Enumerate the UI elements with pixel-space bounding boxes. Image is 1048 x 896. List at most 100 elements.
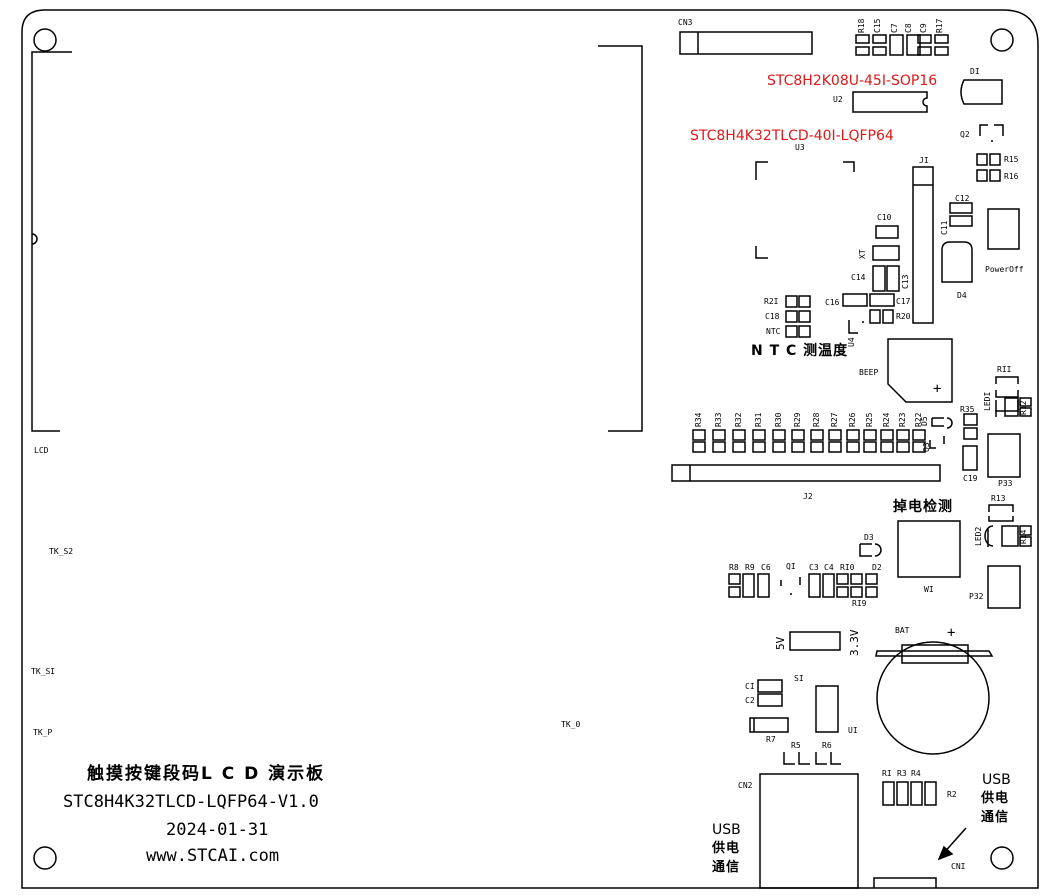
lcd-outline-left: [31, 51, 72, 432]
label-r5: R5: [791, 741, 801, 750]
u1-chip: [815, 685, 839, 733]
label-r21: R2I: [764, 297, 779, 306]
usb-left-label: USB: [712, 822, 741, 838]
u2-outline: [852, 91, 928, 113]
label-beep-plus: +: [933, 381, 942, 397]
u3-outline: [755, 161, 855, 259]
label-q3: Q3: [922, 442, 931, 452]
usb-right-power: 供电: [981, 791, 1010, 806]
label-r12: R12: [1019, 400, 1028, 415]
s1-switch: [749, 717, 789, 733]
j1-header: [912, 166, 934, 324]
u2-part-number: STC8H2K08U-45I-SOP16: [767, 73, 938, 89]
label-r22: R22: [914, 412, 923, 427]
label-r15: R15: [1004, 155, 1019, 164]
label-r16: R16: [1004, 172, 1019, 181]
mount-hole-tl: [33, 28, 57, 52]
label-r34: R34: [694, 412, 703, 427]
label-r1: RI: [882, 769, 892, 778]
mount-hole-tr: [990, 28, 1014, 52]
top-pads: [855, 34, 949, 56]
label-c17: C17: [896, 297, 911, 306]
label-r29: R29: [793, 412, 802, 427]
board-date: 2024-01-31: [166, 820, 269, 840]
p32-header: [987, 565, 1021, 609]
label-c19: C19: [963, 474, 978, 483]
power-detect-section-label: 掉电检测: [893, 499, 953, 515]
resistor-array-top: [692, 429, 926, 453]
label-u2: U2: [833, 95, 843, 104]
label-power-off: PowerOff: [985, 265, 1024, 274]
label-d1: DI: [970, 67, 980, 76]
label-c15: C15: [873, 18, 882, 33]
board-website: www.STCAI.com: [146, 846, 280, 866]
crystal: [872, 245, 900, 261]
label-r19: RI9: [852, 599, 867, 608]
label-3v3: 3.3V: [848, 629, 861, 657]
label-c2: C2: [745, 696, 755, 705]
label-r25: R25: [865, 412, 874, 427]
q2-outline: [979, 124, 1004, 136]
label-u1: UI: [848, 726, 858, 735]
u3-part-number: STC8H4K32TLCD-40I-LQFP64: [690, 128, 894, 144]
label-bat-plus: +: [947, 625, 956, 641]
label-cn2: CN2: [738, 781, 753, 790]
battery-holder: [876, 641, 990, 755]
label-tk-0: TK_0: [561, 720, 581, 729]
label-c12: C12: [955, 194, 970, 203]
label-u3: U3: [795, 143, 805, 152]
label-s1: SI: [794, 674, 804, 683]
label-r11: RII: [997, 365, 1012, 374]
label-p33: P33: [998, 479, 1013, 488]
label-r14: R14: [1019, 529, 1028, 544]
label-r31: R31: [754, 412, 763, 427]
label-c10: C10: [877, 213, 892, 222]
label-j1: JI: [919, 156, 929, 165]
label-tk-s2: TK_S2: [49, 547, 74, 556]
label-r33: R33: [714, 412, 723, 427]
label-r17: R17: [935, 18, 944, 33]
d1-outline: [960, 79, 1003, 105]
d4-outline: [941, 241, 973, 283]
label-c14: C14: [851, 273, 866, 282]
label-c11: C11: [940, 220, 949, 235]
d5-outline: [931, 417, 953, 429]
label-ntc: NTC: [766, 327, 781, 336]
label-led2: LED2: [974, 526, 983, 546]
usb-right-comm: 通信: [981, 810, 1010, 825]
usb-left-comm: 通信: [712, 860, 741, 875]
label-r23: R23: [898, 412, 907, 427]
label-lcd: LCD: [34, 446, 49, 455]
label-xt: XT: [858, 249, 867, 259]
label-c13: C13: [901, 274, 910, 289]
power-select-jumper: [789, 631, 841, 651]
label-r9: R9: [745, 563, 755, 572]
label-c4: C4: [824, 563, 834, 572]
label-j2: J2: [803, 492, 813, 501]
label-d4: D4: [957, 291, 967, 300]
q3-outline: [929, 436, 945, 449]
usb-left-power: 供电: [712, 841, 741, 856]
label-r8: R8: [729, 563, 739, 572]
label-beep: BEEP: [859, 368, 879, 377]
label-r6: R6: [822, 741, 832, 750]
label-c1: CI: [745, 682, 755, 691]
label-r27: R27: [830, 412, 839, 427]
label-c6: C6: [761, 563, 771, 572]
label-r26: R26: [848, 412, 857, 427]
q1-outline: [780, 577, 801, 586]
cn3-header: [679, 31, 813, 55]
label-led1: LEDI: [983, 391, 992, 411]
label-r35: R35: [960, 405, 975, 414]
label-5v: 5V: [774, 636, 787, 650]
label-d3: D3: [864, 533, 874, 542]
mount-hole-bl: [33, 846, 57, 870]
label-tk-p: TK_P: [33, 728, 53, 737]
label-r32: R32: [734, 412, 743, 427]
label-r2: R2: [947, 790, 957, 799]
usb-right-label: USB: [982, 772, 1011, 788]
d3-outline: [859, 543, 882, 557]
label-c18: C18: [765, 312, 780, 321]
label-q1: QI: [786, 562, 796, 571]
